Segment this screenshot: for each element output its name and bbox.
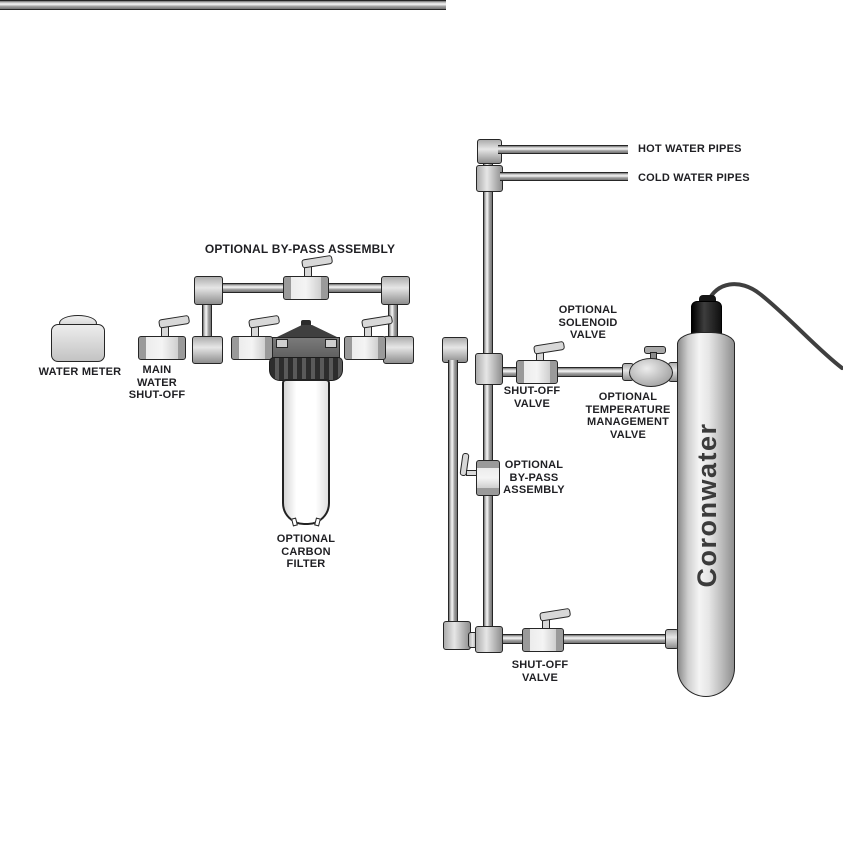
cold-water-tee-icon (476, 165, 503, 192)
filter-outlet-valve-icon (344, 336, 386, 360)
hot-water-pipe (498, 145, 628, 154)
carbon-filter-label: OPTIONAL CARBON FILTER (276, 533, 336, 571)
water-meter-label: WATER METER (38, 366, 122, 378)
uv-unit-brand: Coronwater (692, 422, 722, 588)
outlet-pipe (498, 367, 630, 377)
shut-off-valve-bottom-label: SHUT-OFF VALVE (511, 659, 569, 684)
filter-port-right-icon (325, 339, 337, 348)
hot-water-pipes-label: HOT WATER PIPES (638, 143, 742, 155)
bypass-valve-handle-icon (301, 254, 335, 277)
bottom-shut-off-valve-icon (522, 628, 564, 652)
filter-foot-icon (314, 517, 321, 527)
filter-inlet-valve-icon (231, 336, 273, 360)
main-shut-off-valve-icon (138, 336, 186, 360)
uv-cap-knob-icon (699, 295, 716, 305)
riser-pipe (483, 158, 493, 632)
filter-knob-icon (301, 320, 311, 328)
bottom-shut-off-valve-handle-icon (539, 607, 573, 630)
carbon-filter-collar-icon (269, 357, 343, 381)
cold-water-pipe (500, 172, 628, 181)
bypass-tee-right-icon (383, 336, 414, 364)
bypass-tee-left-icon (192, 336, 223, 364)
outlet-shut-off-valve-icon (516, 360, 558, 384)
carbon-filter-bowl-icon (282, 379, 330, 525)
bypass-assembly-top-label: OPTIONAL BY-PASS ASSEMBLY (204, 242, 396, 256)
water-meter-icon (51, 324, 105, 362)
riser-bypass-valve-icon (476, 460, 500, 496)
outlet-tee-icon (475, 353, 503, 385)
shut-off-valve-mid-label: SHUT-OFF VALVE (503, 385, 561, 410)
temperature-management-valve-icon (629, 358, 673, 387)
cold-water-pipes-label: COLD WATER PIPES (638, 172, 750, 184)
uv-sterilizer-body-icon (677, 332, 735, 697)
filter-outlet-valve-handle-icon (361, 314, 395, 337)
bypass-elbow-right-icon (381, 276, 410, 305)
filter-port-left-icon (276, 339, 288, 348)
bottom-tee-icon (475, 626, 503, 653)
power-cable-icon (706, 282, 843, 370)
bypass-riser-left (202, 298, 212, 340)
bypass-elbow-left-icon (194, 276, 223, 305)
supply-downpipe (448, 360, 458, 628)
main-shut-off-valve-handle-icon (158, 314, 192, 337)
solenoid-valve-label: OPTIONAL SOLENOID VALVE (558, 304, 618, 342)
temperature-management-valve-label: OPTIONAL TEMPERATURE MANAGEMENT VALVE (585, 391, 671, 441)
main-supply-pipe (0, 0, 446, 10)
filter-inlet-valve-handle-icon (248, 314, 282, 337)
bypass-valve-icon (283, 276, 329, 300)
bottom-inlet-pipe (496, 634, 676, 644)
main-water-shut-off-label: MAIN WATER SHUT-OFF (128, 364, 186, 402)
bypass-assembly-right-label: OPTIONAL BY-PASS ASSEMBLY (503, 459, 565, 497)
bottom-elbow-icon (443, 621, 471, 650)
